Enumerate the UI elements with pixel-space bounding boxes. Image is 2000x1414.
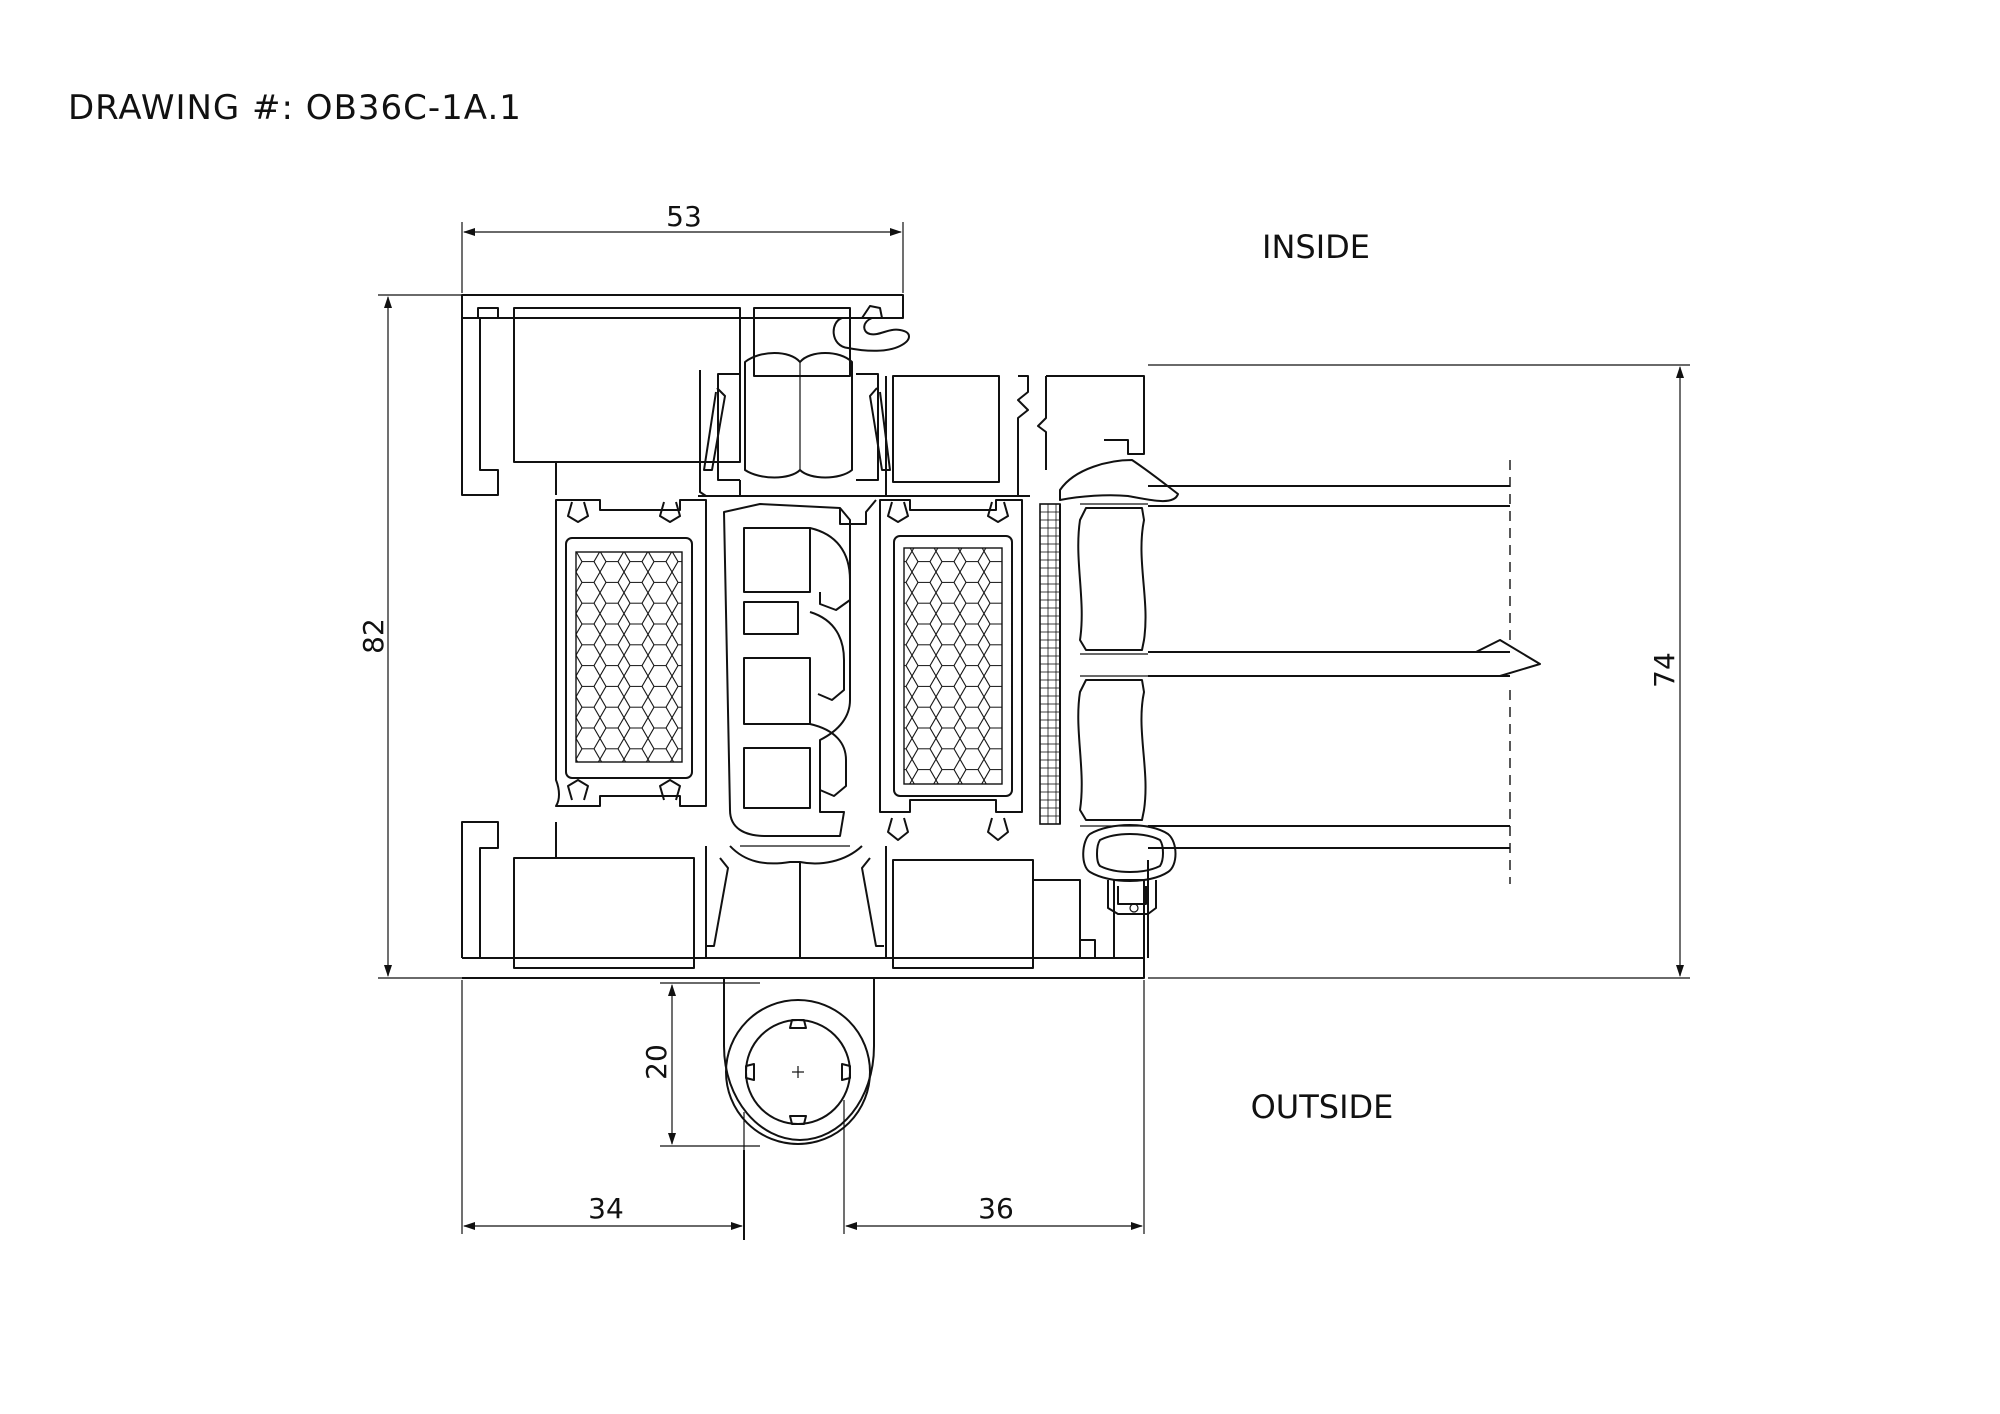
outside-label: OUTSIDE xyxy=(1251,1088,1394,1126)
dim-bottom-right: 36 xyxy=(843,980,1145,1234)
dim-label-53: 53 xyxy=(666,200,702,233)
drawing-number: DRAWING #: OB36C-1A.1 xyxy=(68,88,522,128)
hinge-barrel xyxy=(723,978,875,1240)
right-insulation-chamber xyxy=(879,499,1023,841)
lower-thermal-break xyxy=(705,845,887,958)
inside-label: INSIDE xyxy=(1262,228,1370,266)
top-seal-hook xyxy=(832,305,910,352)
glazing-bead xyxy=(1017,375,1179,502)
dim-label-82: 82 xyxy=(357,618,390,654)
dim-overall-width: 53 xyxy=(461,200,904,293)
upper-thermal-break xyxy=(698,352,1030,497)
dim-label-74: 74 xyxy=(1648,652,1681,688)
glass-units xyxy=(1039,460,1541,958)
bottom-gasket xyxy=(1082,824,1177,915)
dim-label-36: 36 xyxy=(978,1192,1014,1225)
dim-glazing-height: 74 xyxy=(1148,364,1690,979)
dim-overall-height: 82 xyxy=(357,294,462,979)
dim-bottom-left: 34 xyxy=(461,980,745,1234)
middle-sash-chambers xyxy=(723,499,877,837)
dim-label-20: 20 xyxy=(640,1044,673,1080)
dim-hinge-depth: 20 xyxy=(640,982,760,1147)
left-insulation-chamber xyxy=(555,499,707,807)
dim-label-34: 34 xyxy=(588,1192,624,1225)
outer-frame-profile xyxy=(461,294,1145,979)
